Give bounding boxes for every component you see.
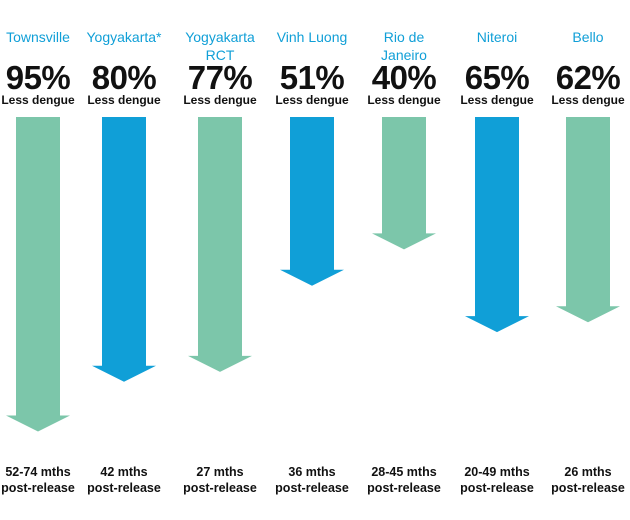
period-label: 26 mths post-release [536,464,630,496]
arrow-mark [92,117,156,382]
arrow-mark [372,117,436,250]
column-1: Yogyakarta* 80%Less dengue 42 mths post-rel… [78,0,170,520]
arrow-mark [6,117,70,432]
value-caption: Less dengue [460,93,534,107]
city-label-line: Yogyakarta* [86,29,162,45]
period-label: 42 mths post-release [72,464,176,496]
period-label-line: 27 mths [196,465,244,479]
city-label-line: Vinh Luong [276,29,348,45]
city-label: Bello [542,28,630,46]
period-label-line: 42 mths [100,465,148,479]
city-label: Rio de Janeiro [358,28,450,64]
period-label-line: post-release [1,481,75,495]
value-caption: Less dengue [551,93,625,107]
period-label: 27 mths post-release [168,464,272,496]
city-label-line: Rio de [383,29,425,45]
value-caption: Less dengue [183,93,257,107]
value-label: 77% [187,59,253,96]
value-caption: Less dengue [87,93,161,107]
period-label-line: post-release [275,481,349,495]
city-label: Niteroi [451,28,543,46]
column-3: Vinh Luong 51%Less dengue 36 mths post-rele… [266,0,358,520]
column-6: Bello 62%Less dengue 26 mths post-release [542,0,630,520]
city-label-line: Janeiro [381,47,427,63]
period-label-line: 52-74 mths [5,465,71,479]
city-label: Yogyakarta* [78,28,170,46]
arrow-mark [465,117,529,333]
city-label-line: Niteroi [476,29,518,45]
value-caption: Less dengue [275,93,349,107]
value-label: 51% [279,59,345,96]
period-label: 52-74 mths post-release [0,464,90,496]
arrow-mark [556,117,620,323]
period-label-line: post-release [460,481,534,495]
column-5: Niteroi 65%Less dengue 20-49 mths post-rele… [451,0,543,520]
value-label: 40% [371,59,437,96]
period-label: 36 mths post-release [260,464,364,496]
period-label-line: 20-49 mths [464,465,530,479]
value-label: 62% [555,59,621,96]
period-label-line: 36 mths [288,465,336,479]
city-label-line: RCT [205,47,235,63]
column-0: Townsville 95%Less dengue 52-74 mths post-r… [0,0,84,520]
arrow-mark [188,117,252,372]
period-label: 28-45 mths post-release [352,464,456,496]
value-label: 80% [91,59,157,96]
period-label-line: post-release [183,481,257,495]
value-caption: Less dengue [1,93,75,107]
city-label-line: Bello [572,29,604,45]
value-label: 65% [464,59,530,96]
period-label-line: post-release [367,481,441,495]
period-label-line: post-release [551,481,625,495]
arrow-mark [280,117,344,286]
period-label-line: 26 mths [564,465,612,479]
city-label-line: Yogyakarta [185,29,255,45]
period-label-line: 28-45 mths [371,465,437,479]
period-label: 20-49 mths post-release [445,464,549,496]
city-label-line: Townsville [6,29,70,45]
value-caption: Less dengue [367,93,441,107]
city-label: Townsville [0,28,84,46]
period-label-line: post-release [87,481,161,495]
value-label: 95% [5,59,71,96]
city-label: Vinh Luong [266,28,358,46]
